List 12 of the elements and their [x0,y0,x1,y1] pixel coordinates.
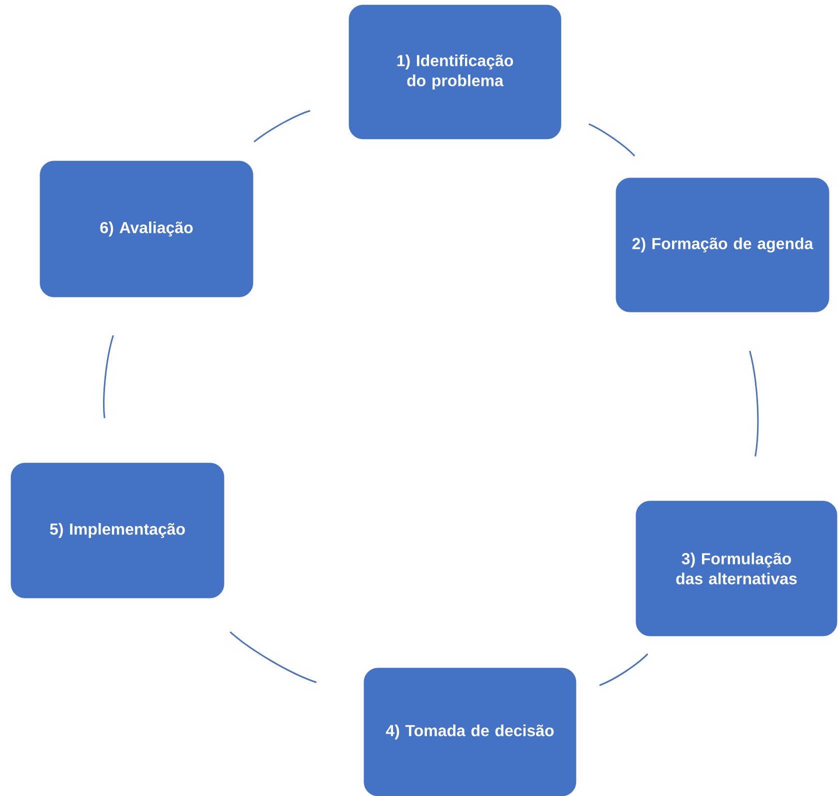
connector-arc [254,110,310,142]
connector-arc [103,335,114,418]
process-box: 1) Identificação do problema [348,4,562,140]
connector-arc [230,631,317,684]
process-box: 6) Avaliação [40,160,254,298]
process-box: 2) Formação de agenda [616,178,830,312]
process-box: 5) Implementação [10,462,224,598]
connector-arc [588,123,636,156]
process-box: 3) Formulação das alternativas [636,500,838,636]
process-box: 4) Tomada de decisão [364,668,576,796]
connector-arc [749,350,759,457]
connector-arc [599,653,648,686]
